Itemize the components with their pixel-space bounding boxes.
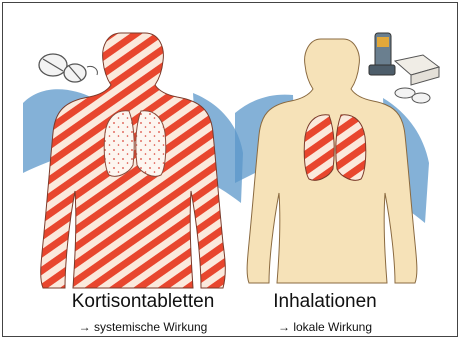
left-lung-left <box>136 111 166 177</box>
tablets-icon <box>39 54 97 82</box>
left-lung-right <box>104 111 134 177</box>
right-subtitle: → lokale Wirkung <box>225 319 425 335</box>
figure-frame: Kortisontabletten → systemische Wirkung … <box>2 2 458 337</box>
left-caption: Kortisontabletten → systemische Wirkung <box>43 291 243 335</box>
left-subtitle: → systemische Wirkung <box>43 319 243 335</box>
illustration <box>3 3 459 338</box>
right-figure <box>235 39 429 283</box>
left-title: Kortisontabletten <box>43 291 243 313</box>
inhaler-icon <box>369 33 439 103</box>
right-title: Inhalationen <box>225 291 425 313</box>
right-lung-left <box>336 115 366 181</box>
right-caption: Inhalationen → lokale Wirkung <box>225 291 425 335</box>
right-lung-right <box>304 115 334 181</box>
